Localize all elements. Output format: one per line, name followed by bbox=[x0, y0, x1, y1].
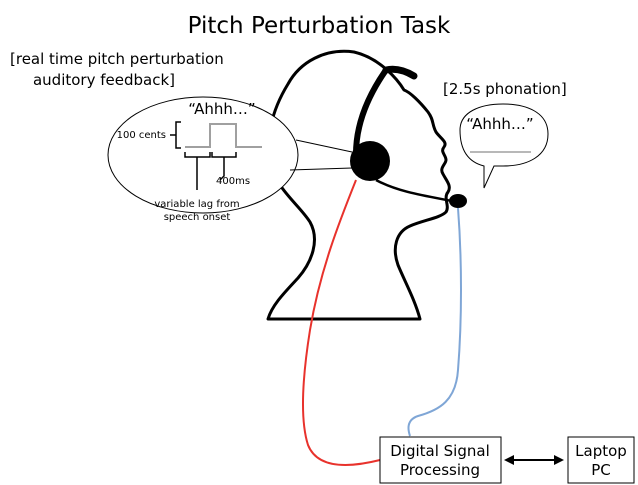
dsp-box-line1: Digital Signal bbox=[390, 442, 490, 460]
magnitude-label: 100 cents bbox=[117, 130, 166, 141]
headphone-cable bbox=[301, 179, 381, 466]
duration-bracket bbox=[211, 152, 237, 181]
arrow-head-right-icon bbox=[554, 455, 564, 465]
lag-label-line2: speech onset bbox=[164, 212, 231, 223]
duration-label: 400ms bbox=[216, 176, 250, 187]
lag-label-line1: variable lag from bbox=[154, 199, 239, 210]
laptop-box-line1: Laptop bbox=[575, 442, 627, 460]
headphone-band-top bbox=[382, 65, 418, 80]
arrow-head-left-icon bbox=[504, 455, 514, 465]
feedback-bubble-utterance: “Ahhh…” bbox=[188, 100, 255, 118]
laptop-box bbox=[567, 436, 635, 484]
bubble-connector-bottom bbox=[289, 167, 353, 171]
headphone-band bbox=[353, 67, 389, 157]
pitch-perturbation-trace bbox=[185, 123, 262, 148]
diagram-title: Pitch Perturbation Task bbox=[188, 13, 451, 39]
magnitude-bracket bbox=[170, 121, 181, 149]
microphone-cable bbox=[407, 207, 462, 437]
microphone-boom bbox=[375, 178, 453, 203]
phonation-caption: [2.5s phonation] bbox=[443, 80, 567, 98]
laptop-box-line2: PC bbox=[591, 461, 611, 479]
microphone-icon bbox=[449, 194, 467, 208]
feedback-caption-line1: [real time pitch perturbation bbox=[10, 50, 224, 68]
lag-bracket bbox=[184, 152, 211, 190]
headphone-earcup bbox=[350, 141, 390, 181]
head-silhouette bbox=[266, 49, 451, 321]
speech-bubble-utterance: “Ahhh…” bbox=[466, 115, 533, 133]
dsp-box bbox=[379, 436, 502, 484]
dsp-box-line2: Processing bbox=[400, 461, 480, 479]
feedback-caption-line2: auditory feedback] bbox=[33, 71, 175, 89]
speech-bubble bbox=[459, 103, 549, 189]
feedback-bubble bbox=[107, 96, 299, 214]
bubble-connector-top bbox=[295, 139, 353, 153]
